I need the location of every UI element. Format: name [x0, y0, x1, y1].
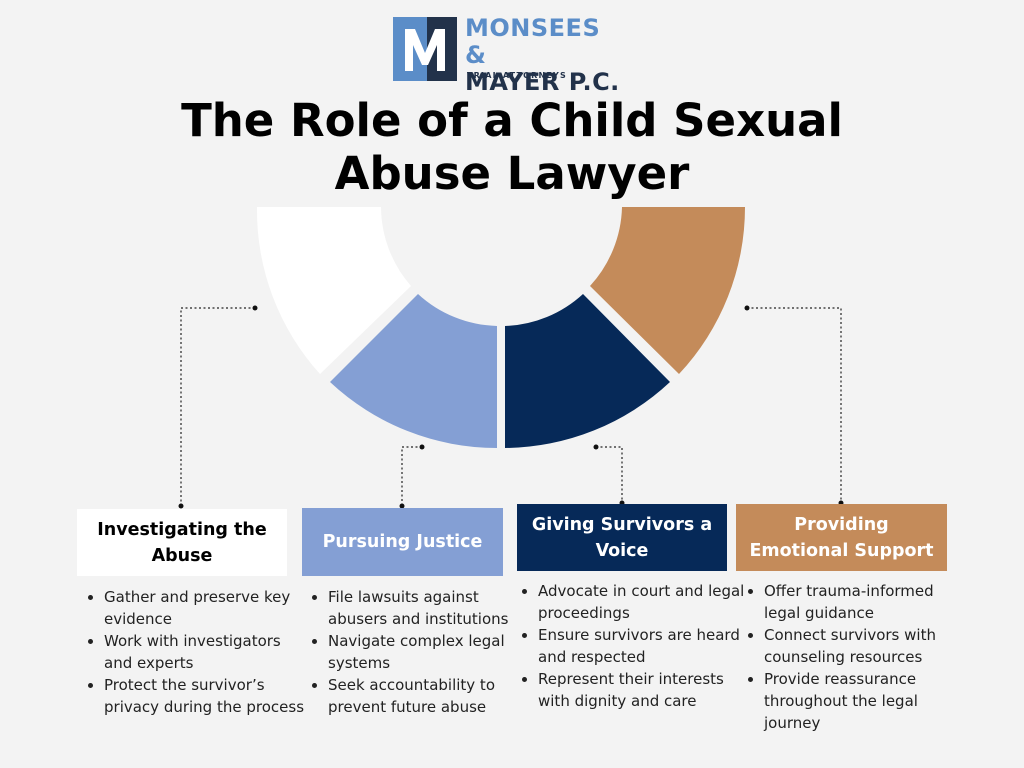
- connector-justice: [401, 446, 422, 506]
- card-heading-voice: Giving Survivors a Voice: [517, 504, 727, 571]
- list-item: Represent their interests with dignity a…: [538, 668, 750, 712]
- connector-dot: [399, 503, 405, 509]
- card-bullets-investigating: Gather and preserve key evidence Work wi…: [82, 586, 310, 718]
- heading-line: Providing: [794, 514, 889, 535]
- logo-wordmark: MONSEES & MAYER P.C.: [465, 15, 623, 96]
- connector-dot: [419, 444, 425, 450]
- card-heading-investigating: Investigating the Abuse: [77, 509, 287, 576]
- heading-line: Investigating the: [97, 519, 267, 540]
- logo-mark-icon: [393, 17, 457, 81]
- list-item: Advocate in court and legal proceedings: [538, 580, 750, 624]
- firm-logo: MONSEES & MAYER P.C. TRIAL ATTORNEYS: [393, 15, 623, 96]
- arc-segment-voice: [505, 294, 670, 448]
- list-item: File lawsuits against abusers and instit…: [328, 586, 524, 630]
- connector-voice: [596, 446, 623, 503]
- connector-dot: [593, 444, 599, 450]
- card-bullets-justice: File lawsuits against abusers and instit…: [306, 586, 524, 718]
- connector-support: [747, 307, 842, 503]
- list-item: Ensure survivors are heard and respected: [538, 624, 750, 668]
- connector-dot: [744, 305, 750, 311]
- list-item: Work with investigators and experts: [104, 630, 310, 674]
- logo-line-1: MONSEES &: [465, 14, 601, 69]
- heading-line: Voice: [595, 540, 649, 561]
- list-item: Offer trauma-informed legal guidance: [764, 580, 972, 624]
- heading-line: Pursuing Justice: [322, 532, 483, 552]
- card-heading-support: Providing Emotional Support: [736, 504, 947, 571]
- list-item: Connect survivors with counseling resour…: [764, 624, 972, 668]
- heading-line: Emotional Support: [749, 540, 934, 561]
- list-item: Protect the survivor’s privacy during th…: [104, 674, 310, 718]
- connector-dot: [178, 503, 184, 509]
- heading-line: Giving Survivors a: [531, 514, 713, 535]
- heading-line: Abuse: [151, 545, 213, 566]
- card-bullets-support: Offer trauma-informed legal guidance Con…: [742, 580, 972, 734]
- arc-segment-support: [590, 207, 746, 374]
- page-title: The Role of a Child Sexual Abuse Lawyer: [150, 94, 874, 200]
- logo-tagline: TRIAL ATTORNEYS: [467, 71, 568, 80]
- logo-line-2: MAYER P.C.: [465, 68, 620, 96]
- arc-segment-investigating: [256, 207, 411, 374]
- list-item: Gather and preserve key evidence: [104, 586, 310, 630]
- connector-dot: [252, 305, 258, 311]
- card-bullets-voice: Advocate in court and legal proceedings …: [516, 580, 750, 712]
- list-item: Seek accountability to prevent future ab…: [328, 674, 524, 718]
- title-line-1: The Role of a Child Sexual: [181, 94, 843, 147]
- arc-segment-justice: [330, 294, 497, 449]
- connector-investigating: [180, 307, 255, 506]
- list-item: Navigate complex legal systems: [328, 630, 524, 674]
- list-item: Provide reassurance throughout the legal…: [764, 668, 972, 734]
- title-line-2: Abuse Lawyer: [334, 147, 690, 200]
- card-heading-justice: Pursuing Justice: [302, 508, 503, 576]
